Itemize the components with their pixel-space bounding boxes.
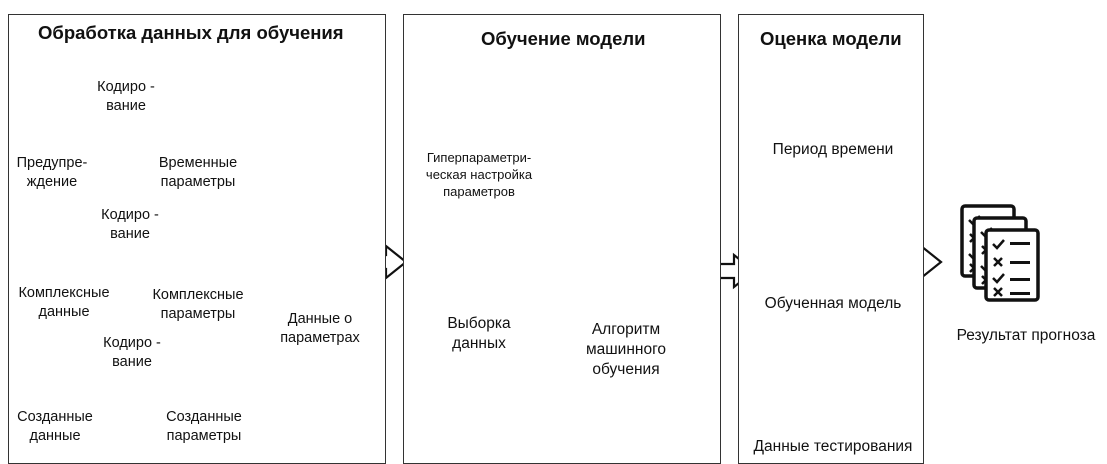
- model-evaluation-panel: [738, 14, 924, 464]
- forecast-result-checklist-icon: [960, 204, 1040, 302]
- created-source-label: Созданные данные: [17, 409, 93, 444]
- hyperparameter-tuning-label: Гиперпараметри- ческая настройка парамет…: [425, 150, 533, 199]
- encoding-label: Кодиро - вание: [103, 335, 161, 370]
- data-processing-title: Обработка данных для обучения: [38, 22, 344, 43]
- feature-data-label: Данные о параметрах: [280, 311, 360, 346]
- model-training-panel: [403, 14, 721, 464]
- model-evaluation-title: Оценка модели: [760, 28, 902, 49]
- ml-algorithm-label: Алгоритм машинного обучения: [585, 321, 667, 379]
- model-training-title: Обучение модели: [481, 28, 646, 49]
- data-sampling-label: Выборка данных: [447, 315, 511, 353]
- forecast-result-label: Результат прогноза: [956, 327, 1096, 344]
- complex-source-label: Комплексные данные: [18, 285, 110, 320]
- encoding-label: Кодиро - вание: [101, 207, 159, 242]
- trained-model-label: Обученная модель: [764, 295, 902, 312]
- complex-features-label: Комплексные параметры: [152, 287, 244, 322]
- data-processing-panel: [8, 14, 386, 464]
- encoding-label: Кодиро - вание: [97, 79, 155, 114]
- test-data-label: Данные тестирования: [753, 438, 913, 455]
- created-features-label: Созданные параметры: [166, 409, 242, 444]
- time-period-label: Период времени: [772, 141, 894, 158]
- warning-source-label: Предупре- ждение: [16, 155, 88, 190]
- time-features-label: Временные параметры: [158, 155, 238, 190]
